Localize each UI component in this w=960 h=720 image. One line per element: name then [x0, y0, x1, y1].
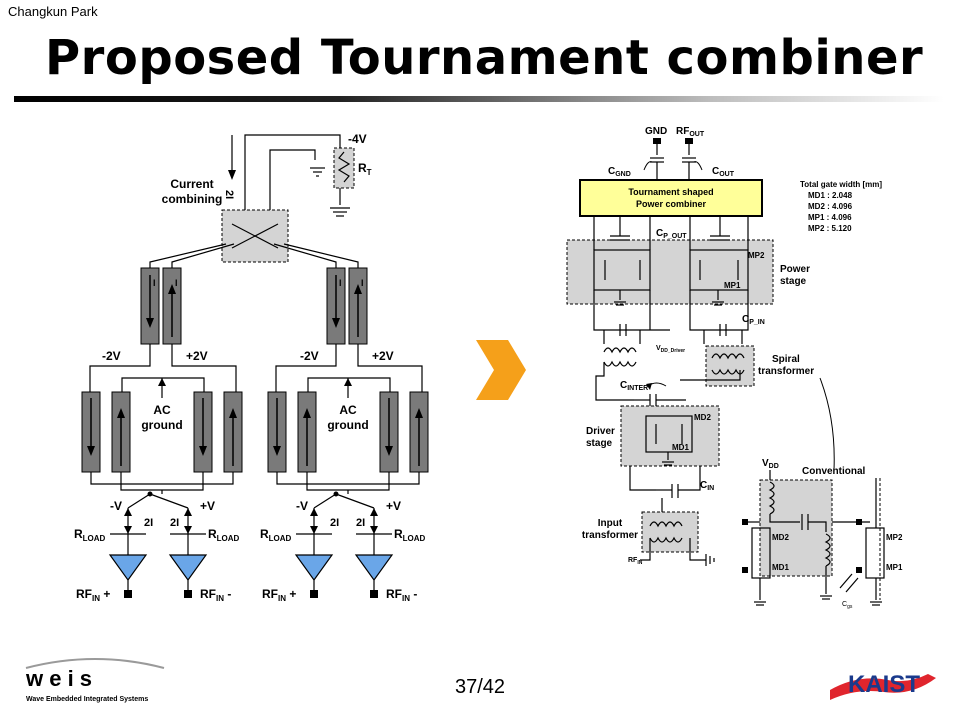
rload-1: RLOAD	[74, 527, 106, 543]
current-combining-label-1: Current	[170, 177, 213, 191]
spiral-transformer-box	[705, 345, 755, 387]
vdd-driver-label: VDD_Driver	[656, 345, 685, 354]
conventional-label: Conventional	[802, 466, 866, 477]
conventional-box	[759, 479, 833, 577]
input-transformer-label-2: transformer	[582, 530, 638, 541]
mp2-b-label: MP2	[886, 533, 903, 542]
svg-text:I: I	[361, 278, 364, 288]
md2-label: MD2	[694, 413, 711, 422]
rfin-pos-left: RFIN +	[76, 587, 110, 603]
slide-title: Proposed Tournament combiner	[45, 30, 924, 86]
plus-v-right: +V	[386, 499, 401, 513]
gate-width-md2: MD2 : 4.096	[808, 202, 853, 211]
svg-text:w e i s: w e i s	[25, 666, 92, 691]
minus2v-left: -2V	[102, 349, 121, 363]
two-i-2: 2I	[170, 517, 179, 529]
minus-v-left: -V	[110, 499, 122, 513]
plus2v-right: +2V	[372, 349, 394, 363]
spiral-transformer-label-1: Spiral	[772, 354, 800, 365]
svg-text:KAIST: KAIST	[848, 671, 920, 698]
c-out-label: COUT	[712, 166, 735, 178]
vdd-label: VDD	[762, 458, 779, 470]
rfin-neg-right: RFIN -	[386, 587, 417, 603]
rload-2: RLOAD	[208, 527, 240, 543]
ac-ground-right-1: AC	[339, 403, 357, 417]
c-inter-label: CINTER	[620, 380, 648, 392]
ac-ground-left-1: AC	[153, 403, 171, 417]
kaist-logo: KAIST	[830, 671, 936, 700]
driver-stage-label-2: stage	[586, 438, 613, 449]
plus2v-left: +2V	[186, 349, 208, 363]
mp1-label: MP1	[724, 281, 741, 290]
gate-width-mp2: MP2 : 5.120	[808, 224, 852, 233]
c-in-label: CIN	[700, 480, 714, 492]
md1-label: MD1	[672, 443, 689, 452]
two-i-1: 2I	[144, 517, 153, 529]
rf-out-label: RFOUT	[676, 126, 705, 138]
two-i-4: 2I	[356, 517, 365, 529]
current-combining-label-2: combining	[162, 192, 223, 206]
chevron-arrow-icon	[476, 340, 526, 400]
plus-v-left: +V	[200, 499, 215, 513]
ac-ground-right-2: ground	[327, 418, 368, 432]
input-transformer-label-1: Input	[598, 518, 623, 529]
power-stage-label-1: Power	[780, 264, 810, 275]
combiner-label-1: Tournament shaped	[628, 187, 713, 197]
minus-v-right: -V	[296, 499, 308, 513]
rfin-neg-left: RFIN -	[200, 587, 231, 603]
driver-stage-label-1: Driver	[586, 426, 615, 437]
minus2v-right: -2V	[300, 349, 319, 363]
page-number: 37/42	[454, 676, 506, 698]
supply-label: -4V	[348, 132, 367, 146]
amplifier-triangles	[108, 554, 394, 582]
input-transformer-box	[641, 511, 699, 553]
combiner-label-2: Power combiner	[636, 199, 707, 209]
svg-text:I: I	[175, 278, 178, 288]
weis-logo: w e i s Wave Embedded Integrated Systems	[25, 658, 165, 703]
c-p-out-label: CP_OUT	[656, 228, 687, 240]
rload-4: RLOAD	[394, 527, 426, 543]
rt-label: RT	[358, 161, 372, 177]
lower-bars	[81, 391, 429, 473]
spiral-transformer-label-2: transformer	[758, 366, 814, 377]
svg-text:I: I	[339, 278, 342, 288]
md1-b-label: MD1	[772, 563, 789, 572]
svg-text:I: I	[153, 278, 156, 288]
two-i-3: 2I	[330, 517, 339, 529]
gnd-label: GND	[645, 126, 667, 137]
power-stage-label-2: stage	[780, 276, 807, 287]
c-p-in-label: CP_IN	[742, 314, 765, 326]
mp2-label: MP2	[748, 251, 765, 260]
c-gnd-label: CGND	[608, 166, 631, 178]
gate-width-mp1: MP1 : 4.096	[808, 213, 852, 222]
gate-width-md1: MD1 : 2.048	[808, 191, 853, 200]
title-underline	[14, 96, 944, 102]
power-stage-box	[566, 239, 774, 305]
tournament-combiner-box	[579, 179, 763, 217]
rload-3: RLOAD	[260, 527, 292, 543]
rfin-pos-right: RFIN +	[262, 587, 296, 603]
current-2i-label: 2I	[223, 190, 235, 199]
gate-width-title: Total gate width [mm]	[800, 180, 882, 189]
mp1-b-label: MP1	[886, 563, 903, 572]
coil-icon	[603, 347, 637, 367]
author-name: Changkun Park	[8, 4, 98, 19]
svg-text:Wave Embedded Integrated Syste: Wave Embedded Integrated Systems	[26, 696, 148, 703]
rf-in-label: RFIN	[628, 557, 643, 566]
c-gs-label: Cgs	[842, 601, 853, 610]
ac-ground-left-2: ground	[141, 418, 182, 432]
md2-b-label: MD2	[772, 533, 789, 542]
